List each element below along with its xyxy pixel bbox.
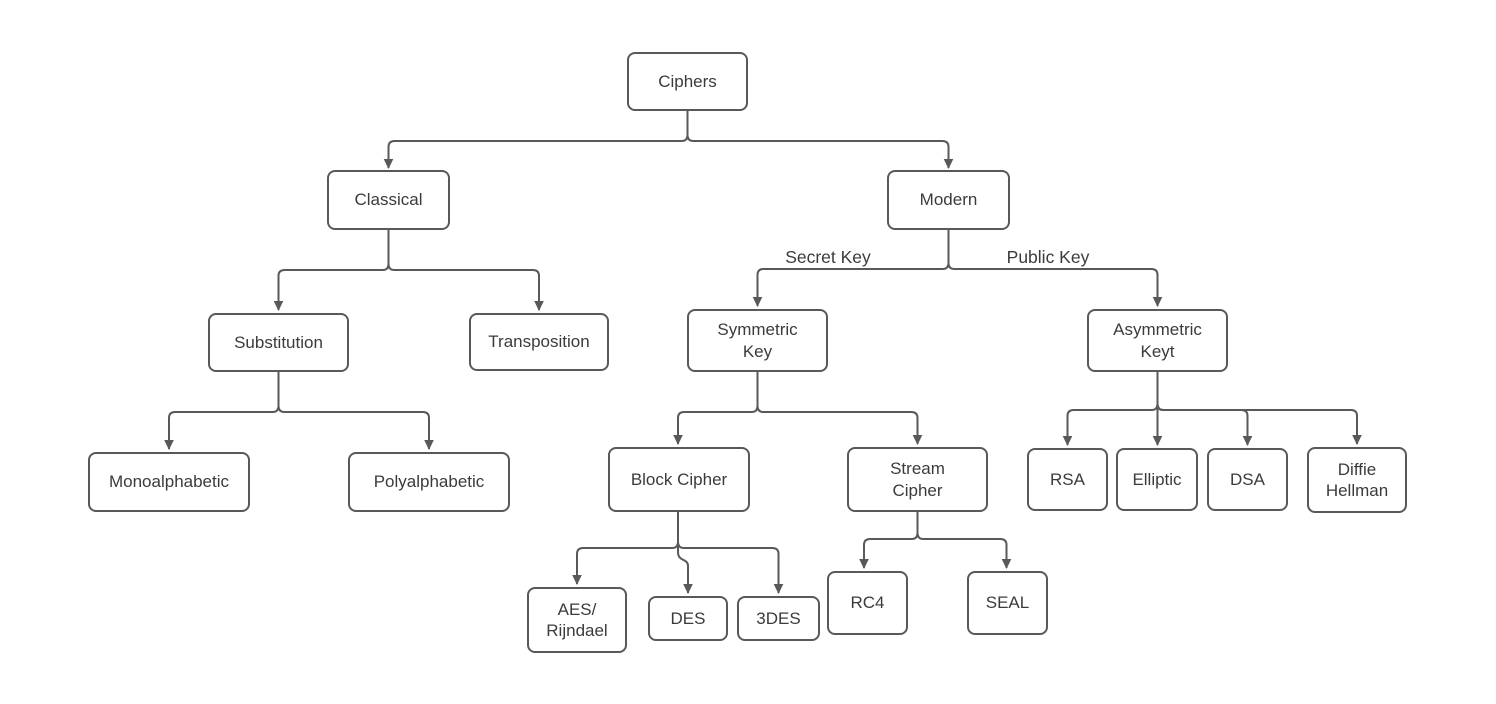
node-stream-cipher[interactable]: Stream Cipher (847, 447, 988, 512)
node-block-cipher[interactable]: Block Cipher (608, 447, 750, 512)
node-des[interactable]: DES (648, 596, 728, 641)
edge-modern-symmetric-key (752, 230, 950, 307)
edge-substitution-monoalphabetic (164, 372, 280, 450)
edge-asymmetric-dsa (1156, 372, 1253, 446)
edge-stream-rc4 (859, 512, 919, 569)
edge-classical-transposition (387, 230, 544, 311)
edge-substitution-polyalphabetic (277, 372, 434, 450)
edge-symmetric-stream-cipher (756, 372, 923, 445)
node-asymmetric-key[interactable]: Asymmetric Keyt (1087, 309, 1228, 372)
edge-ciphers-classical (383, 111, 689, 169)
node-substitution[interactable]: Substitution (208, 313, 349, 372)
node-classical[interactable]: Classical (327, 170, 450, 230)
node-dsa[interactable]: DSA (1207, 448, 1288, 511)
edge-ciphers-modern (686, 111, 954, 169)
node-transposition[interactable]: Transposition (469, 313, 609, 371)
node-3des[interactable]: 3DES (737, 596, 820, 641)
edge-stream-seal (916, 512, 1012, 569)
edge-asymmetric-diffie-hellman (1156, 372, 1362, 445)
edge-classical-substitution (273, 230, 390, 311)
edge-modern-asymmetric-key (947, 230, 1163, 307)
node-modern[interactable]: Modern (887, 170, 1010, 230)
edge-label-public-key: Public Key (1003, 247, 1093, 268)
node-ciphers[interactable]: Ciphers (627, 52, 748, 111)
edge-symmetric-block-cipher (673, 372, 759, 445)
node-rc4[interactable]: RC4 (827, 571, 908, 635)
edge-block-3des (677, 512, 784, 594)
node-aes-rijndael[interactable]: AES/ Rijndael (527, 587, 627, 653)
node-rsa[interactable]: RSA (1027, 448, 1108, 511)
node-monoalphabetic[interactable]: Monoalphabetic (88, 452, 250, 512)
node-elliptic[interactable]: Elliptic (1116, 448, 1198, 511)
edge-asymmetric-rsa (1062, 372, 1159, 446)
node-symmetric-key[interactable]: Symmetric Key (687, 309, 828, 372)
edge-block-aes-rijndael (572, 512, 679, 585)
node-polyalphabetic[interactable]: Polyalphabetic (348, 452, 510, 512)
node-seal[interactable]: SEAL (967, 571, 1048, 635)
node-diffie-hellman[interactable]: Diffie Hellman (1307, 447, 1407, 513)
edge-label-secret-key: Secret Key (782, 247, 874, 268)
edge-block-des (677, 512, 693, 594)
